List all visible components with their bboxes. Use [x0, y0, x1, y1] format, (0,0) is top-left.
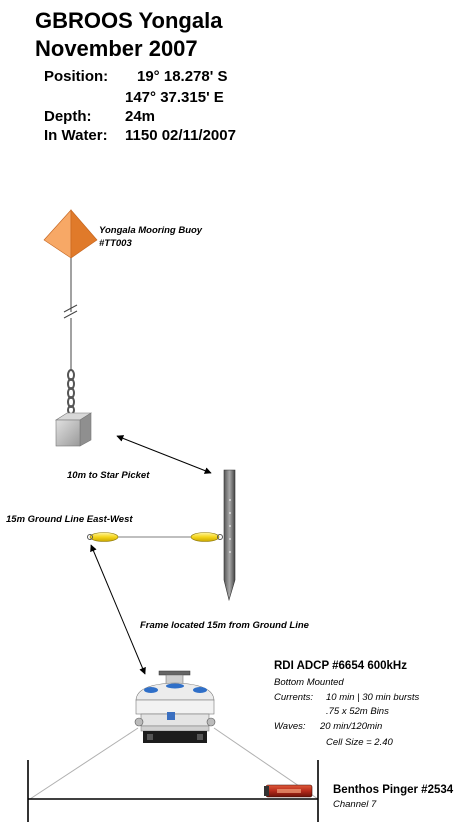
seabed-frame-bracket: [27, 760, 319, 822]
ground-line-float-left-icon: [87, 532, 119, 542]
distance-arrow-to-frame: [90, 544, 146, 675]
buoy-id-label: #TT003: [99, 238, 132, 249]
star-picket-icon: [223, 469, 236, 602]
adcp-waves-value: 20 min/120min: [319, 721, 382, 732]
adcp-mount-label: Bottom Mounted: [274, 677, 344, 688]
position-latitude: 19° 18.278' S: [137, 68, 228, 85]
frame-location-label: Frame located 15m from Ground Line: [140, 620, 310, 631]
pinger-title-label: Benthos Pinger #2534: [333, 784, 454, 796]
adcp-currents-value: 10 min | 30 min bursts: [326, 692, 420, 703]
star-picket-distance-label: 10m to Star Picket: [67, 470, 150, 481]
title-line-1: GBROOS Yongala: [35, 8, 223, 33]
in-water-label: In Water:: [44, 127, 108, 144]
position-longitude: 147° 37.315' E: [125, 89, 224, 106]
pinger-channel-label: Channel 7: [333, 799, 377, 810]
in-water-value: 1150 02/11/2007: [125, 127, 236, 144]
mooring-line: [63, 258, 78, 370]
buoy-name-label: Yongala Mooring Buoy: [99, 225, 203, 236]
distance-arrow-to-picket: [116, 435, 212, 474]
adcp-currents-label: Currents:: [274, 692, 313, 703]
chain-icon: [67, 369, 75, 415]
adcp-instrument-icon: [134, 670, 216, 743]
ground-line-float-right-icon: [190, 532, 223, 542]
position-label: Position:: [44, 68, 109, 85]
adcp-bins-label: .75 x 52m Bins: [326, 706, 389, 717]
adcp-waves-label: Waves:: [274, 721, 306, 732]
title-line-2: November 2007: [35, 36, 198, 61]
adcp-title-label: RDI ADCP #6654 600kHz: [274, 660, 407, 672]
depth-label: Depth:: [44, 108, 92, 125]
adcp-cell-size-label: Cell Size = 2.40: [326, 737, 394, 748]
ground-line-label: 15m Ground Line East-West: [6, 514, 133, 525]
anchor-block-icon: [54, 412, 93, 447]
pinger-icon: [264, 784, 313, 798]
depth-value: 24m: [125, 108, 156, 125]
mooring-buoy-icon: [43, 209, 98, 259]
